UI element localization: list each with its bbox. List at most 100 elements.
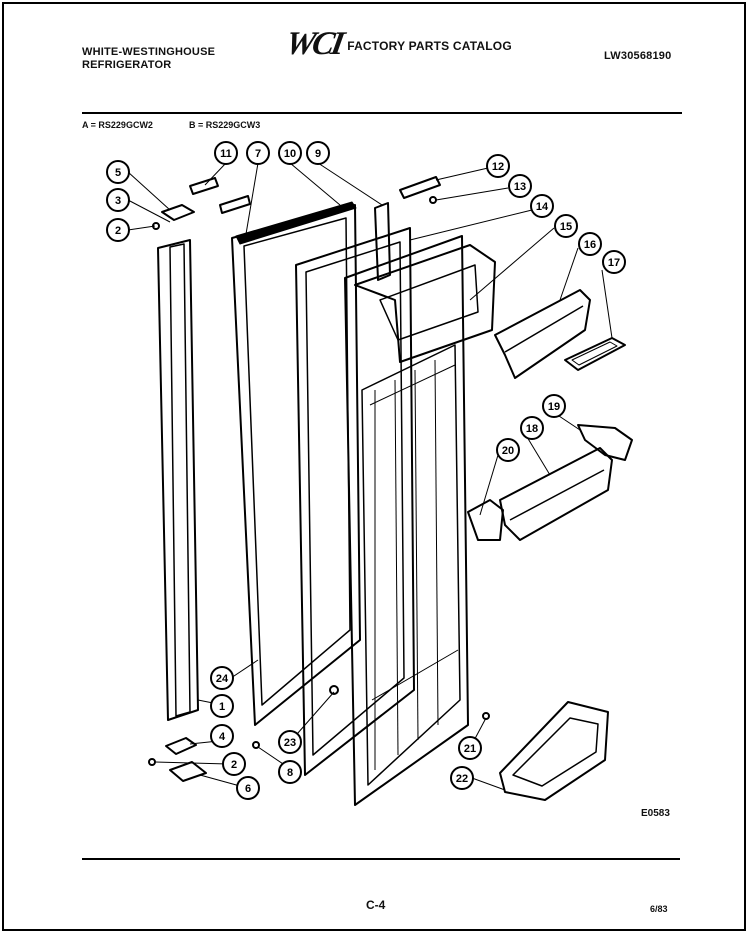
door-outer-panel [231, 201, 361, 726]
catalog-heading: WCI FACTORY PARTS CATALOG [283, 26, 512, 62]
door-trim-strip [157, 239, 199, 721]
callout-label: 6 [245, 783, 251, 795]
bin-bracket [577, 424, 633, 461]
callout-circle [496, 438, 520, 462]
callout-label: 9 [315, 148, 321, 160]
brand-block: WHITE-WESTINGHOUSE REFRIGERATOR [82, 46, 215, 72]
callout-label: 19 [548, 401, 560, 413]
lower-bin [499, 447, 613, 541]
callout-label: 8 [287, 767, 293, 779]
callout-circle [486, 154, 510, 178]
callout-9: 9 [306, 141, 330, 165]
callout-13: 13 [508, 174, 532, 198]
callout-circle [246, 141, 270, 165]
callout-14: 14 [530, 194, 554, 218]
callout-3: 3 [106, 188, 130, 212]
small-hardware [148, 176, 490, 782]
callout-label: 10 [284, 148, 296, 160]
callout-label: 23 [284, 737, 296, 749]
callout-circle [450, 766, 474, 790]
callout-2: 2 [106, 218, 130, 242]
callout-label: 22 [456, 773, 468, 785]
callout-circle [236, 776, 260, 800]
callout-circle [578, 232, 602, 256]
callout-4: 4 [210, 724, 234, 748]
callout-17: 17 [602, 250, 626, 274]
leader-lines [127, 162, 613, 791]
callout-label: 21 [464, 743, 476, 755]
callout-label: 12 [492, 161, 504, 173]
figure-code: E0583 [641, 808, 670, 819]
callout-label: 11 [220, 148, 232, 160]
model-a: A = RS229GCW2 [82, 120, 153, 130]
bracket-clip [467, 499, 504, 541]
callout-label: 1 [219, 701, 225, 713]
callout-2: 2 [222, 752, 246, 776]
callout-circle [458, 736, 482, 760]
callout-11: 11 [214, 141, 238, 165]
callout-circle [602, 250, 626, 274]
page-number: C-4 [366, 898, 386, 912]
callout-16: 16 [578, 232, 602, 256]
shelf-retainer [564, 337, 626, 371]
callout-circle [278, 141, 302, 165]
callout-24: 24 [210, 666, 234, 690]
callout-circle [106, 218, 130, 242]
callout-circle [106, 188, 130, 212]
callout-20: 20 [496, 438, 520, 462]
callout-circle [530, 194, 554, 218]
model-b: B = RS229GCW3 [188, 120, 261, 130]
callout-circle [210, 694, 234, 718]
callout-8: 8 [278, 760, 302, 784]
callout-circle [554, 214, 578, 238]
callout-label: 7 [255, 148, 261, 160]
callout-label: 16 [584, 239, 596, 251]
footer-rule [82, 858, 680, 860]
door-gasket [295, 227, 415, 776]
callout-label: 2 [231, 759, 237, 771]
callout-circle [306, 141, 330, 165]
crisper-drawer [499, 701, 609, 801]
callout-circle [278, 730, 302, 754]
callout-12: 12 [486, 154, 510, 178]
callout-6: 6 [236, 776, 260, 800]
callout-label: 2 [115, 225, 121, 237]
callout-21: 21 [458, 736, 482, 760]
callout-22: 22 [450, 766, 474, 790]
callout-label: 14 [536, 201, 549, 213]
callout-23: 23 [278, 730, 302, 754]
shelf-box [354, 244, 496, 363]
callout-circle [520, 416, 544, 440]
header-rule [82, 112, 682, 114]
door-inner-liner [344, 235, 469, 806]
shelf-bar [494, 289, 591, 379]
callout-label: 17 [608, 257, 620, 269]
callout-circle [106, 160, 130, 184]
callout-circle [222, 752, 246, 776]
callout-18: 18 [520, 416, 544, 440]
callout-circle [278, 760, 302, 784]
catalog-title: FACTORY PARTS CATALOG [347, 39, 512, 53]
callout-15: 15 [554, 214, 578, 238]
callout-label: 24 [216, 673, 229, 685]
model-list: A = RS229GCW2 B = RS229GCW3 [82, 120, 260, 130]
callout-7: 7 [246, 141, 270, 165]
callout-label: 3 [115, 195, 121, 207]
callout-label: 20 [502, 445, 514, 457]
callout-circle [508, 174, 532, 198]
callout-circle [210, 724, 234, 748]
callout-5: 5 [106, 160, 130, 184]
callout-label: 18 [526, 423, 538, 435]
callout-label: 5 [115, 167, 121, 179]
callout-label: 4 [219, 731, 226, 743]
page-date: 6/83 [650, 904, 668, 914]
callout-circle [214, 141, 238, 165]
callout-circle [542, 394, 566, 418]
brand-line-1: WHITE-WESTINGHOUSE [82, 46, 216, 58]
brand-line-2: REFRIGERATOR [82, 59, 172, 71]
callout-label: 13 [514, 181, 526, 193]
callout-1: 1 [210, 694, 234, 718]
